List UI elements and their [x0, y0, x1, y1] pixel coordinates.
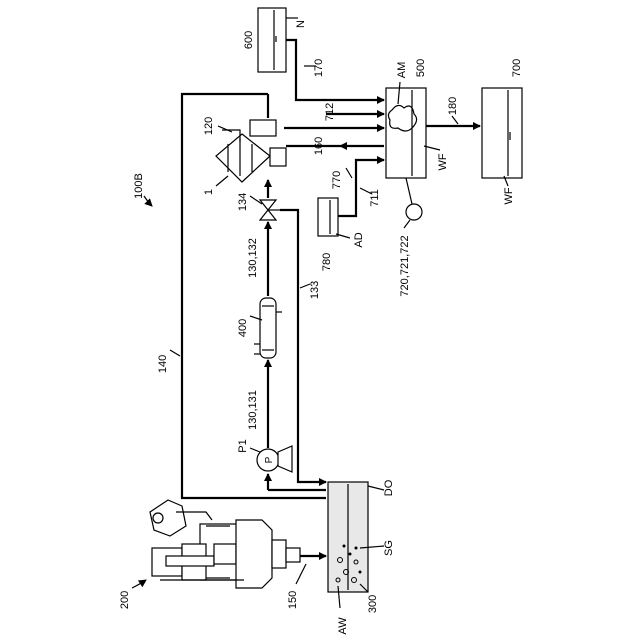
line-712-label: 712: [324, 103, 336, 121]
additive-ad-label: AD: [353, 232, 365, 247]
separator-300-label: 300: [367, 595, 379, 613]
valve-134: [260, 200, 280, 220]
sensors-label: 720,721,722: [399, 235, 411, 296]
line-770-label: 770: [331, 171, 343, 189]
line-130-132-label: 130,132: [247, 238, 259, 278]
item-1-label: 1: [203, 189, 215, 195]
system-100b-label: 100B: [133, 173, 145, 199]
line-170-label: 170: [313, 59, 325, 77]
nitrogen-label: N: [295, 20, 307, 28]
engine-200-label: 200: [119, 591, 131, 609]
nitrogen-tank-600: [258, 8, 286, 72]
line-180-label: 180: [447, 97, 459, 115]
line-133: [280, 210, 326, 482]
pump-p1-label: P1: [237, 439, 249, 452]
sensor-circle: [406, 204, 422, 220]
sludge-sg-label: SG: [383, 540, 395, 556]
tank-600-label: 600: [243, 31, 255, 49]
water-aw-label: AW: [337, 617, 349, 635]
separator-tank-300: [328, 482, 368, 592]
fuel-wf-500-label: WF: [437, 153, 449, 170]
line-150-label: 150: [287, 591, 299, 609]
line-130-131-label: 130,131: [247, 390, 259, 430]
tank-500-label: 500: [415, 59, 427, 77]
part-120-label: 120: [203, 117, 215, 135]
fuel-tank-700: [482, 88, 522, 178]
valve-134-label: 134: [237, 193, 249, 211]
line-170: [286, 40, 384, 100]
line-711-label: 711: [369, 189, 381, 207]
filter-400: [254, 298, 282, 358]
fuel-tank-500: [386, 88, 426, 178]
line-140-label: 140: [157, 355, 169, 373]
tank-700-label: 700: [511, 59, 523, 77]
tank-do-label: DO: [383, 479, 395, 496]
filter-400-label: 400: [237, 319, 249, 337]
additive-am-label: AM: [396, 62, 408, 79]
tank-780-label: 780: [321, 253, 333, 271]
pump-p-label: P: [264, 456, 275, 463]
additive-tank-780: [318, 198, 338, 236]
line-133-label: 133: [309, 281, 321, 299]
engine-200: [150, 500, 300, 588]
fuel-wf-700-label: WF: [503, 187, 515, 204]
